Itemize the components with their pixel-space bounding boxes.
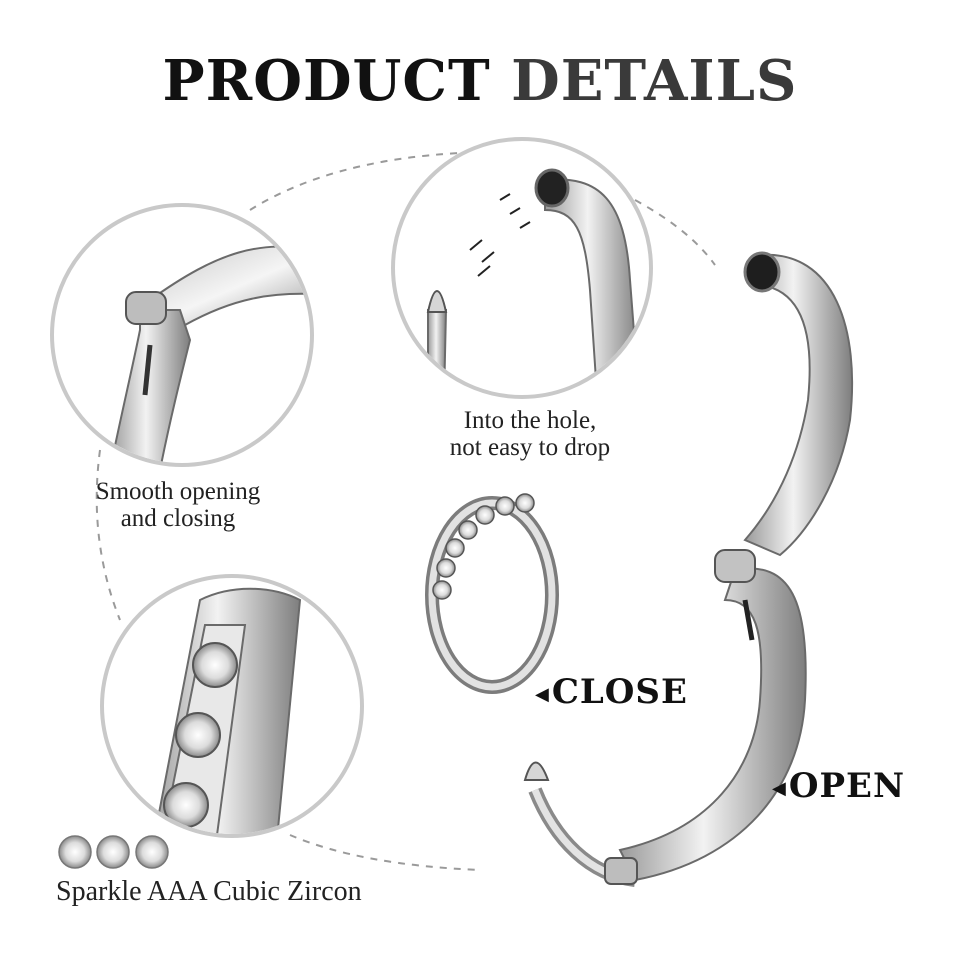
zircon-gem-icons: [58, 835, 169, 869]
title-word-details: DETAILS: [511, 48, 798, 114]
left-triangle-arrow-icon: ◀: [535, 683, 550, 705]
caption-hole-line2: not easy to drop: [449, 434, 611, 461]
open-label: ◀OPEN: [772, 766, 905, 806]
open-ring-image: [523, 251, 854, 887]
dashed-connector-lines: [95, 152, 716, 871]
open-label-text: OPEN: [788, 766, 906, 806]
caption-into-hole: Into the hole, not easy to drop: [410, 407, 650, 461]
caption-smooth-line2: and closing: [120, 505, 236, 532]
title-word-product: PRODUCT: [162, 48, 491, 114]
hinge-detail-circle: [50, 203, 314, 467]
page-title: PRODUCT DETAILS: [0, 48, 960, 114]
close-label-text: CLOSE: [551, 672, 688, 712]
caption-zircon: Sparkle AAA Cubic Zircon: [56, 876, 362, 907]
pin-into-hole-circle: [391, 137, 653, 399]
close-label: ◀CLOSE: [535, 672, 688, 712]
closed-ring-image: [425, 493, 559, 694]
caption-smooth-line1: Smooth opening: [95, 478, 261, 505]
caption-hole-line1: Into the hole,: [463, 407, 597, 434]
zircon-detail-circle: [100, 574, 364, 838]
left-triangle-arrow-icon: ◀: [772, 777, 787, 799]
caption-smooth-opening: Smooth opening and closing: [58, 478, 298, 532]
